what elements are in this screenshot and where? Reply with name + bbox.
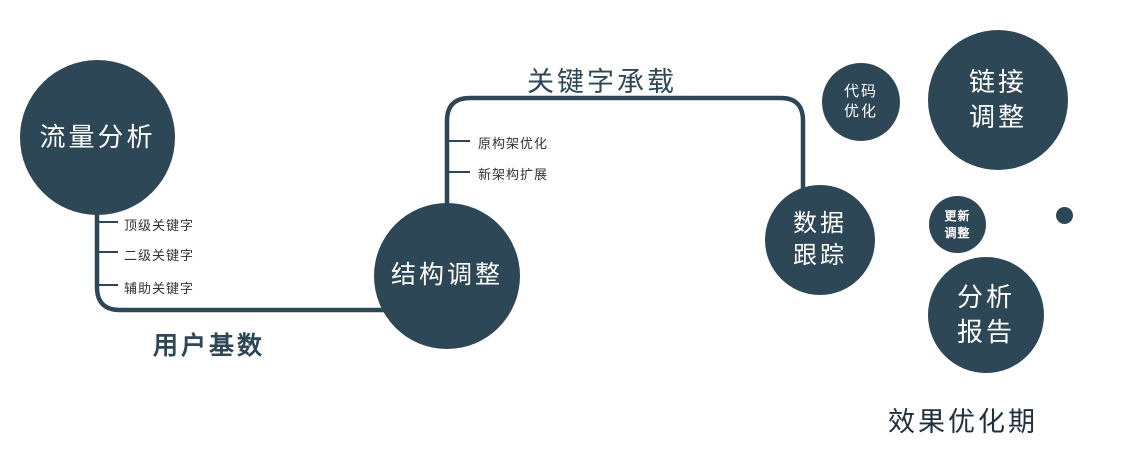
node-data-tracking: 数据 跟踪 <box>765 185 875 295</box>
connector-structure-to-tracking <box>444 95 806 210</box>
node-code-optimization: 代码 优化 <box>822 63 900 141</box>
branch-label-new-architecture: 新架构扩展 <box>478 167 549 182</box>
edge-label-user-base: 用户基数 <box>153 332 266 360</box>
node-link-adjustment: 链接 调整 <box>928 30 1068 170</box>
edge-label-keyword-carry: 关键字承载 <box>527 67 677 97</box>
branch-label-original-architecture: 原构架优化 <box>478 136 549 151</box>
small-dot-marker <box>1056 207 1073 224</box>
connector-traffic-to-structure <box>94 192 405 313</box>
branch-label-top-keyword: 顶级关键字 <box>124 218 195 233</box>
caption-effect-optimization-period: 效果优化期 <box>888 407 1038 437</box>
node-structure-adjustment: 结构调整 <box>374 203 520 349</box>
node-update-adjustment: 更新 调整 <box>929 196 986 253</box>
node-traffic-analysis: 流量分析 <box>20 60 175 215</box>
branch-label-auxiliary-keyword: 辅助关键字 <box>124 281 195 296</box>
branch-label-secondary-keyword: 二级关键字 <box>124 248 195 263</box>
node-analysis-report: 分析 报告 <box>928 257 1044 373</box>
